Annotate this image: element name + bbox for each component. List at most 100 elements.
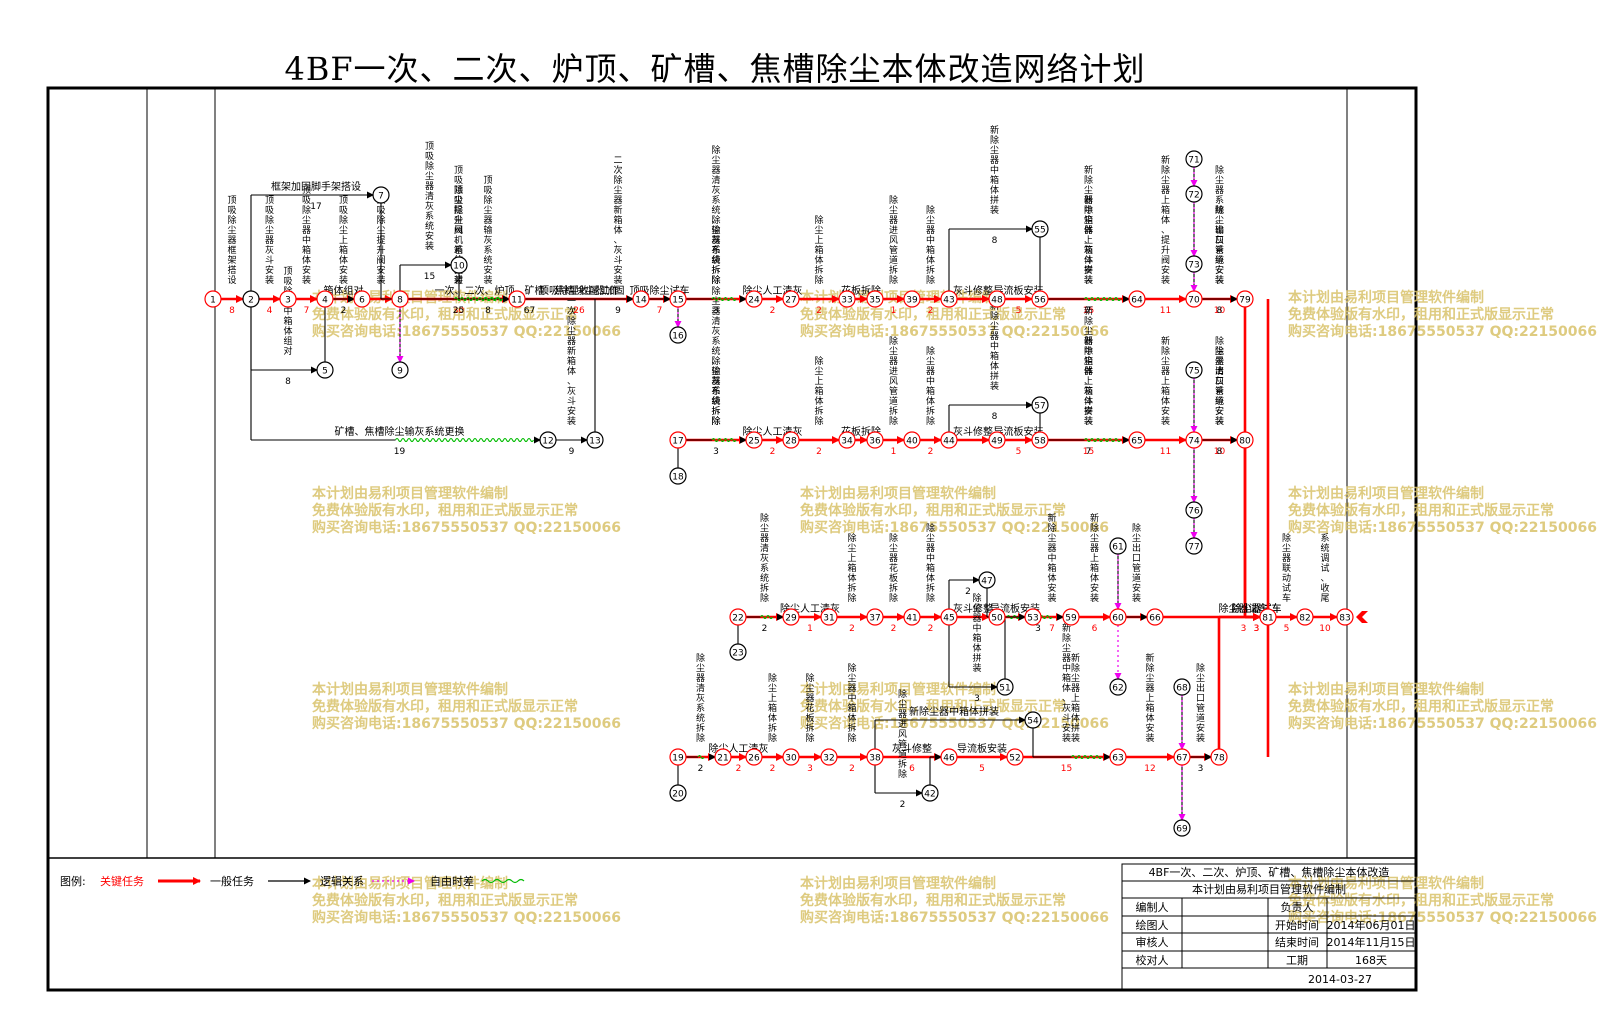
event-node-circle xyxy=(1173,819,1191,837)
duration-label: 12 xyxy=(1144,764,1155,774)
duration-label: 1 xyxy=(891,306,897,316)
event-node-number: 32 xyxy=(823,754,834,764)
activity-label: 导流板安装 xyxy=(994,425,1044,438)
activity-label: 顶吸除尘收尾工作 xyxy=(539,284,619,297)
event-node-number: 33 xyxy=(841,296,852,306)
duration-label: 3 xyxy=(713,306,719,316)
event-node-circle xyxy=(391,290,409,308)
event-node-7: 7 xyxy=(372,186,390,204)
event-node-number: 59 xyxy=(1065,614,1077,624)
event-node-number: 54 xyxy=(1027,717,1039,727)
event-node-circle xyxy=(1210,748,1228,766)
legend-float-label: 自由时差 xyxy=(430,874,474,888)
event-node-number: 35 xyxy=(869,296,880,306)
duration-label: 8 xyxy=(992,412,998,422)
duration-label: 8 xyxy=(1217,447,1223,457)
event-node-8: 8 xyxy=(391,290,409,308)
event-node-10: 10 xyxy=(450,256,468,274)
event-node-number: 79 xyxy=(1239,296,1251,306)
event-node-80: 80 xyxy=(1236,431,1254,449)
activity-label: 顶吸除尘器输灰系统安装 xyxy=(483,175,492,286)
event-node-63: 63 xyxy=(1109,748,1127,766)
activity-label: 除尘器联动试车 xyxy=(1282,532,1291,604)
event-node-81: 81 xyxy=(1259,608,1277,626)
watermark-text: 本计划由易利项目管理软件编制 xyxy=(1288,681,1484,698)
activity-label: 一次除尘器新箱体、灰斗安装 xyxy=(567,297,576,427)
watermark-text: 购买咨询电话:18675550537 QQ:22150066 xyxy=(1288,909,1597,926)
duration-label: 10 xyxy=(1214,306,1226,316)
activity-label: 顶吸除尘器框架搭设 xyxy=(227,195,236,286)
duration-label: 2 xyxy=(928,306,934,316)
activity-label: 除尘出口管道安装 xyxy=(1215,204,1224,286)
event-node-48: 48 xyxy=(988,290,1006,308)
event-node-78: 78 xyxy=(1210,748,1228,766)
duration-label: 1 xyxy=(807,624,813,634)
event-node-65: 65 xyxy=(1128,431,1146,449)
event-node-circle xyxy=(745,290,763,308)
duration-label: 10 xyxy=(1214,447,1226,457)
watermark-text: 购买咨询电话:18675550537 QQ:22150066 xyxy=(800,323,1109,340)
free-float-line xyxy=(697,754,705,760)
event-node-circle xyxy=(1173,748,1191,766)
event-node-number: 43 xyxy=(943,296,954,306)
event-node-circle xyxy=(586,431,604,449)
event-node-82: 82 xyxy=(1296,608,1314,626)
activity-label: 除尘器清灰系统安装 xyxy=(1215,335,1224,427)
event-node-number: 2 xyxy=(248,296,254,306)
event-node-circle xyxy=(996,678,1014,696)
event-node-51: 51 xyxy=(996,678,1014,696)
activity-label: 新除尘器中箱体拼装 xyxy=(990,300,999,392)
free-float-line xyxy=(1071,754,1102,760)
legend-normal-label: 一般任务 xyxy=(210,875,254,888)
watermark-text: 免费体验版有水印，租用和正式版显示正常 xyxy=(312,892,578,909)
event-node-number: 60 xyxy=(1112,614,1124,624)
event-node-61: 61 xyxy=(1109,537,1127,555)
watermark-text: 免费体验版有水印，租用和正式版显示正常 xyxy=(312,306,578,323)
watermark-text: 免费体验版有水印，租用和正式版显示正常 xyxy=(800,892,1066,909)
duration-label: 4 xyxy=(267,306,273,316)
watermark-text: 本计划由易利项目管理软件编制 xyxy=(800,681,996,698)
duration-label: 2 xyxy=(762,624,768,634)
watermark-text: 购买咨询电话:18675550537 QQ:22150066 xyxy=(312,323,621,340)
legend-logic-label: 逻辑关系 xyxy=(320,874,364,888)
event-node-52: 52 xyxy=(1006,748,1024,766)
duration-label: 2 xyxy=(770,306,776,316)
event-node-number: 40 xyxy=(906,437,918,447)
event-node-30: 30 xyxy=(782,748,800,766)
event-node-number: 17 xyxy=(672,437,683,447)
watermark-text: 本计划由易利项目管理软件编制 xyxy=(1288,485,1484,502)
duration-label: 7 xyxy=(1086,306,1092,316)
event-node-45: 45 xyxy=(940,608,958,626)
event-node-circle xyxy=(1185,501,1203,519)
activity-label: 除尘上箱体拆除 xyxy=(768,672,777,744)
legend-float-wave xyxy=(481,878,525,884)
event-node-number: 62 xyxy=(1112,684,1123,694)
event-node-number: 8 xyxy=(397,296,403,306)
title-block-row-key: 负责人 xyxy=(1281,900,1314,914)
event-node-circle xyxy=(866,608,884,626)
event-node-circle xyxy=(669,748,687,766)
event-node-68: 68 xyxy=(1173,678,1191,696)
activity-label: 除尘出口管道安装 xyxy=(1132,522,1141,604)
event-node-circle xyxy=(1109,678,1127,696)
event-node-24: 24 xyxy=(745,290,763,308)
duration-label: 8 xyxy=(485,306,491,316)
event-node-circle xyxy=(1109,608,1127,626)
event-node-66: 66 xyxy=(1146,608,1164,626)
event-node-circle xyxy=(1185,431,1203,449)
event-node-37: 37 xyxy=(866,608,884,626)
duration-label: 19 xyxy=(394,447,406,457)
event-node-26: 26 xyxy=(745,748,763,766)
duration-label: 3 xyxy=(713,447,719,457)
event-node-circle xyxy=(1128,431,1146,449)
activity-label: 新除尘器中箱体、灰斗安装 xyxy=(1084,305,1093,427)
title-block-row-label: 编制人 xyxy=(1136,900,1169,914)
activity-label: 除尘出口管道安装 xyxy=(1215,345,1224,427)
event-node-number: 68 xyxy=(1176,684,1188,694)
duration-label: 5 xyxy=(979,764,985,774)
activity-label: 新除尘器中箱体、灰斗安装 xyxy=(1062,622,1071,744)
duration-label: 7 xyxy=(304,306,310,316)
duration-label: 8 xyxy=(1217,306,1223,316)
event-node-circle xyxy=(940,431,958,449)
